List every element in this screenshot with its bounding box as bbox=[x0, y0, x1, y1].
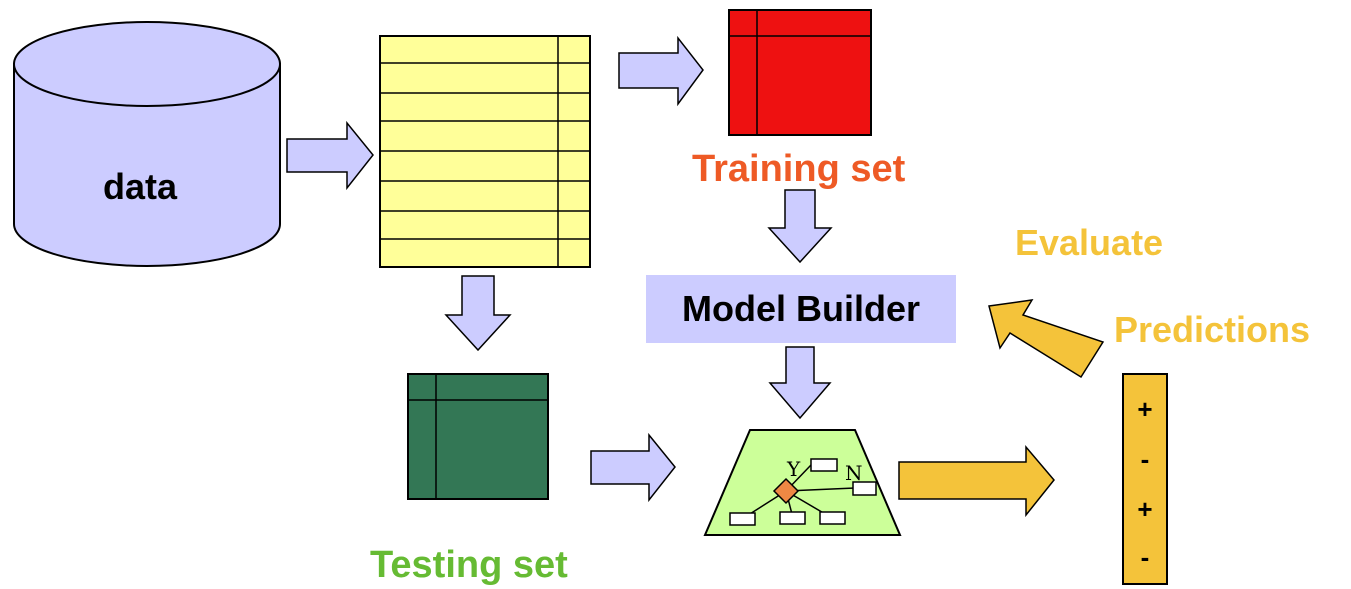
tree-root-node bbox=[772, 477, 800, 505]
arrow-data-to-table bbox=[286, 120, 374, 191]
prediction-value: - bbox=[1140, 542, 1150, 572]
arrow-training-to-model-builder bbox=[767, 189, 833, 264]
predictions-label: Predictions bbox=[1114, 309, 1311, 350]
testing-set-table bbox=[407, 373, 549, 500]
training-set-label: Training set bbox=[692, 148, 906, 190]
arrow-table-to-training bbox=[618, 35, 704, 107]
training-set-table bbox=[728, 9, 872, 136]
testing-set-label: Testing set bbox=[370, 544, 568, 586]
prediction-value: + bbox=[1137, 394, 1153, 424]
prediction-value: - bbox=[1140, 444, 1150, 474]
decision-tree-model: Y N bbox=[703, 429, 902, 536]
prediction-value: + bbox=[1137, 494, 1153, 524]
arrow-model-builder-to-tree bbox=[768, 346, 832, 420]
arrow-tree-to-predictions bbox=[898, 444, 1055, 518]
evaluate-label: Evaluate bbox=[1015, 222, 1164, 263]
model-builder-label: Model Builder bbox=[681, 288, 920, 329]
data-label: data bbox=[103, 166, 178, 207]
tree-no-label: N bbox=[845, 461, 863, 485]
arrow-testing-to-tree bbox=[590, 432, 676, 503]
arrow-evaluate bbox=[988, 299, 1105, 379]
data-table bbox=[379, 35, 591, 268]
arrow-table-to-testing bbox=[444, 275, 512, 352]
tree-yes-label: Y bbox=[786, 457, 801, 481]
predictions-bar bbox=[1122, 373, 1168, 585]
data-cylinder bbox=[13, 21, 281, 267]
model-builder-box: Model Builder bbox=[646, 275, 956, 343]
